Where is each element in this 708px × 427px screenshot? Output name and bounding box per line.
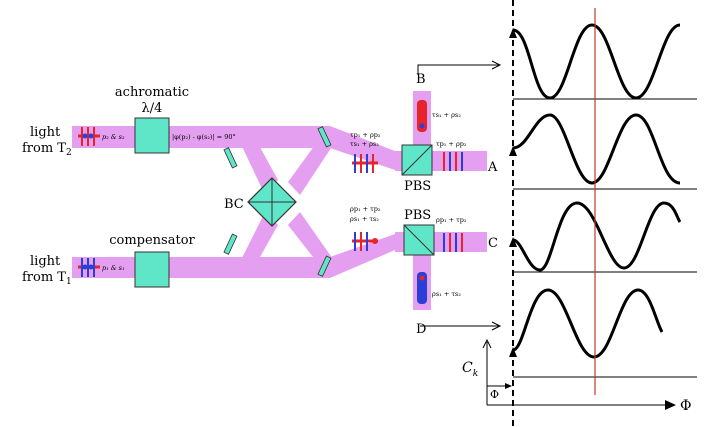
beam-combiner-cube <box>247 177 297 227</box>
pol-marker-a <box>443 152 463 171</box>
light-t1-label-1: light <box>30 254 61 269</box>
trace-c <box>512 201 682 272</box>
trace-a <box>512 113 681 185</box>
pol-marker-c <box>443 233 463 252</box>
pbs-lower-label: PBS <box>404 208 431 223</box>
arrow-tick-b <box>509 28 517 38</box>
beam-upper-left <box>238 138 278 195</box>
b-pol-text: τs₁ + ρs₂ <box>432 111 461 119</box>
ck-axis-arrow <box>482 338 492 349</box>
mirror-bottom-left <box>223 233 238 255</box>
phi-offset-arrowhead <box>505 383 512 389</box>
port-d-label: D <box>416 322 426 337</box>
light-t2-label-2: from T2 <box>22 141 72 158</box>
compensator-label: compensator <box>109 233 195 248</box>
phi-axis-arrowhead <box>665 400 676 410</box>
arrow-tick-a <box>509 146 517 156</box>
port-c-label: C <box>488 236 498 251</box>
pol-marker-upper-mix <box>352 154 378 173</box>
c-pol-text: ρp₁ + τp₂ <box>436 216 467 224</box>
upper-mix-text-1: τp₁ + ρp₂ <box>350 131 381 139</box>
phase-text: |φ(p₂) - φ(s₂)| = 90° <box>172 133 236 141</box>
d-pol-text: ρs₁ + τs₂ <box>432 290 461 298</box>
arrow-tick-c <box>509 237 517 247</box>
light-t1-label-2: from T1 <box>22 270 72 287</box>
pol-marker-t1 <box>78 258 100 277</box>
beam-lower-left <box>238 212 278 266</box>
arrow-tick-d <box>509 347 517 357</box>
light-t2-label-1: light <box>30 125 61 140</box>
bc-label: BC <box>224 197 244 212</box>
mirrors <box>223 126 332 277</box>
phi-axis-label: Φ <box>680 398 691 414</box>
quarter-wave-label: λ/4 <box>142 101 163 116</box>
trace-d <box>512 288 664 359</box>
pbs-lower-cube <box>403 224 435 256</box>
port-b-label: B <box>416 72 426 87</box>
arrow-b-to-trace <box>417 60 502 75</box>
mirror-top-left <box>223 147 238 169</box>
pol-marker-lower-mix <box>352 232 378 251</box>
pbs-upper-cube <box>401 144 433 176</box>
ck-label: Ck <box>462 360 478 379</box>
achromatic-label: achromatic <box>115 85 189 100</box>
upper-mix-text-2: τs₁ + ρs₂ <box>350 140 379 148</box>
t1-pol-text: p₁ & s₁ <box>102 264 125 272</box>
t2-pol-text: p₂ & s₂ <box>102 133 125 141</box>
achromatic-waveplate <box>134 117 170 154</box>
phi-offset-label: Φ <box>490 388 499 401</box>
mirror-top-right <box>317 126 332 148</box>
lower-mix-text-1: ρp₁ + τp₂ <box>350 205 381 213</box>
beam-upper-right <box>288 138 335 195</box>
trace-b <box>512 23 681 100</box>
lower-mix-text-2: ρs₁ + τs₂ <box>350 215 379 223</box>
arrow-d-to-trace <box>420 321 502 331</box>
signal-panel: Ck Φ Φ <box>462 0 697 427</box>
mirror-bottom-right <box>317 255 332 277</box>
pol-marker-d <box>417 272 427 304</box>
pbs-upper-label: PBS <box>404 179 431 194</box>
pol-marker-b <box>417 100 427 132</box>
port-a-label: A <box>487 160 498 175</box>
pol-marker-t2 <box>78 127 100 146</box>
beam-lower-right <box>288 212 335 266</box>
compensator-plate <box>134 251 170 288</box>
a-pol-text: τp₁ + ρp₂ <box>436 140 467 148</box>
